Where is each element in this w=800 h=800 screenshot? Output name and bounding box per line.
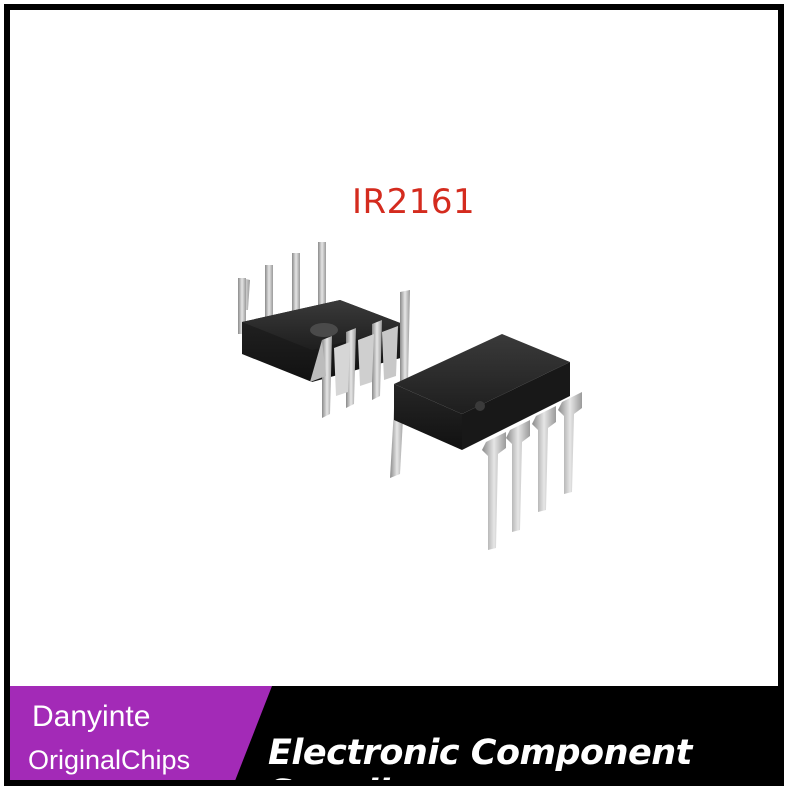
tagline: Electronic Component Supplier <box>268 733 692 780</box>
chip-upright <box>390 334 582 550</box>
brand-subline: OriginalChips <box>28 745 191 775</box>
part-number-label: IR2161 <box>352 182 476 222</box>
ic-chips-photo <box>238 242 582 550</box>
product-image-frame: IR2161 Danyinte OriginalChips Electronic… <box>4 4 784 786</box>
brand-name: Danyinte <box>32 700 151 733</box>
chip-upside-down <box>238 242 410 418</box>
brand-block <box>10 686 272 780</box>
